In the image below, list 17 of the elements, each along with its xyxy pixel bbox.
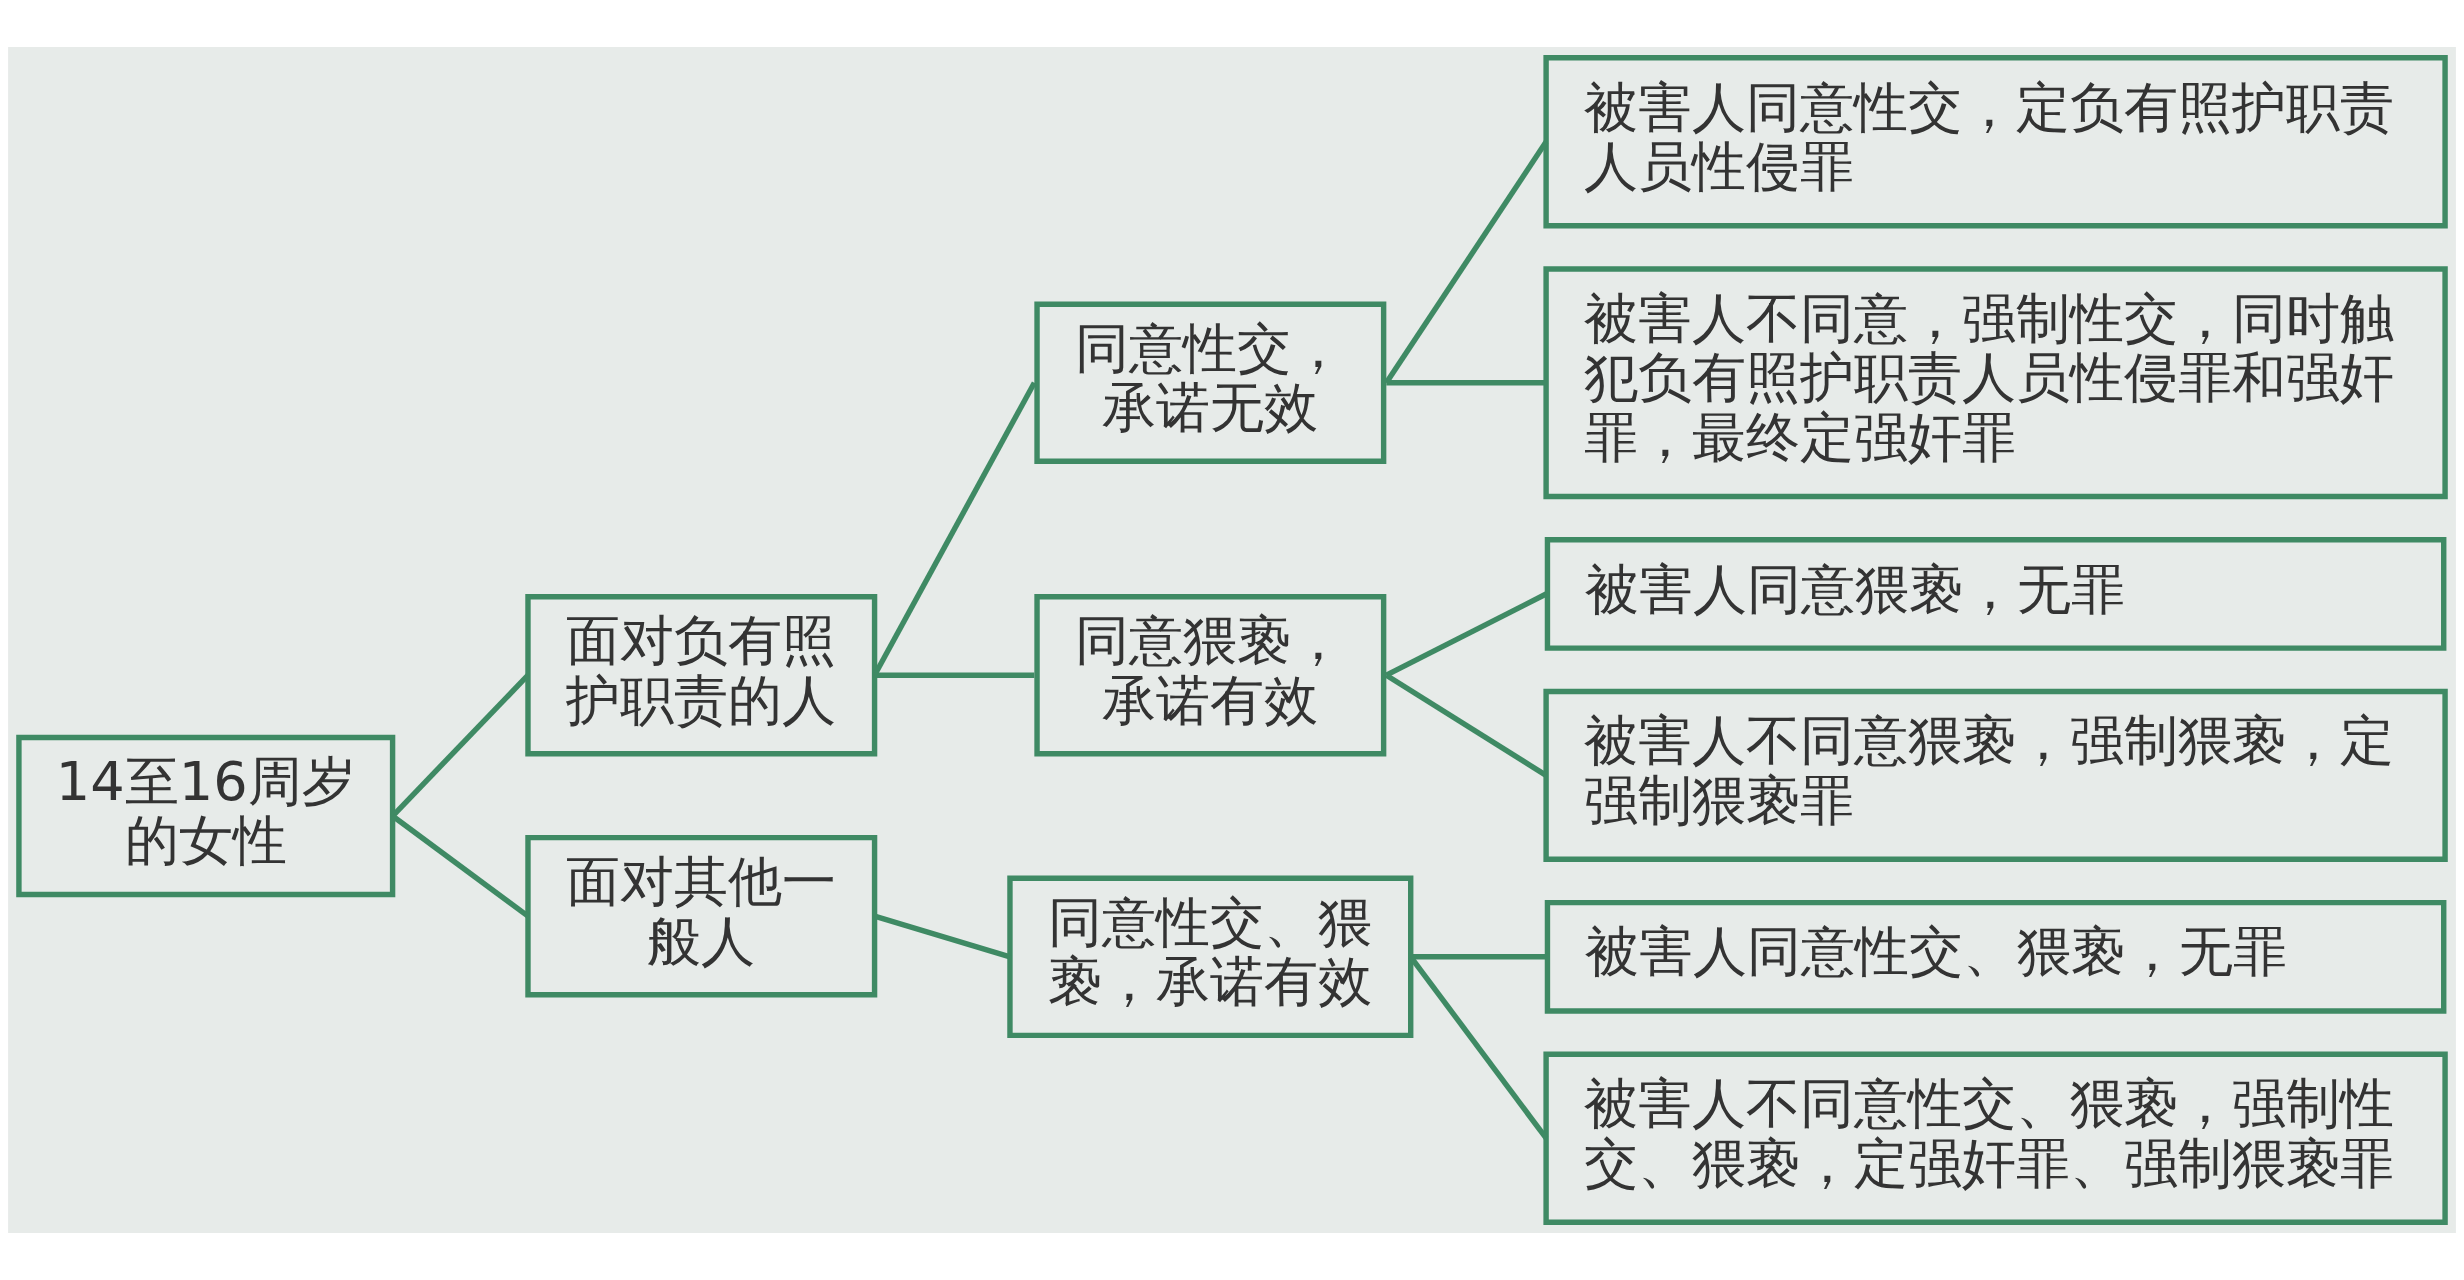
node-box: 同意猥亵，承诺有效 — [1034, 593, 1387, 757]
connector — [1384, 140, 1549, 385]
node-box: 14至16周岁的女性 — [16, 734, 396, 898]
node-box: 面对负有照护职责的人 — [525, 593, 878, 757]
node-box: 被害人同意猥亵，无罪 — [1544, 537, 2447, 651]
node-box: 同意性交、猥亵，承诺有效 — [1007, 875, 1414, 1039]
connector — [1386, 380, 1547, 386]
connector — [1410, 954, 1547, 960]
node-box: 被害人同意性交，定负有照护职责人员性侵罪 — [1543, 55, 2448, 229]
node-box: 被害人不同意猥亵，强制猥亵，定强制猥亵罪 — [1543, 688, 2448, 863]
node-box: 被害人不同意，强制性交，同时触犯负有照护职责人员性侵罪和强奸罪，最终定强奸罪 — [1543, 266, 2448, 500]
connector — [874, 672, 1035, 678]
node-box: 被害人同意性交、猥亵，无罪 — [1544, 899, 2447, 1014]
node-box: 面对其他一般人 — [525, 834, 878, 998]
connector — [1385, 591, 1548, 678]
node-box: 被害人不同意性交、猥亵，强制性交、猥亵，定强奸罪、强制猥亵罪 — [1543, 1051, 2448, 1225]
node-box: 同意性交，承诺无效 — [1034, 301, 1387, 464]
